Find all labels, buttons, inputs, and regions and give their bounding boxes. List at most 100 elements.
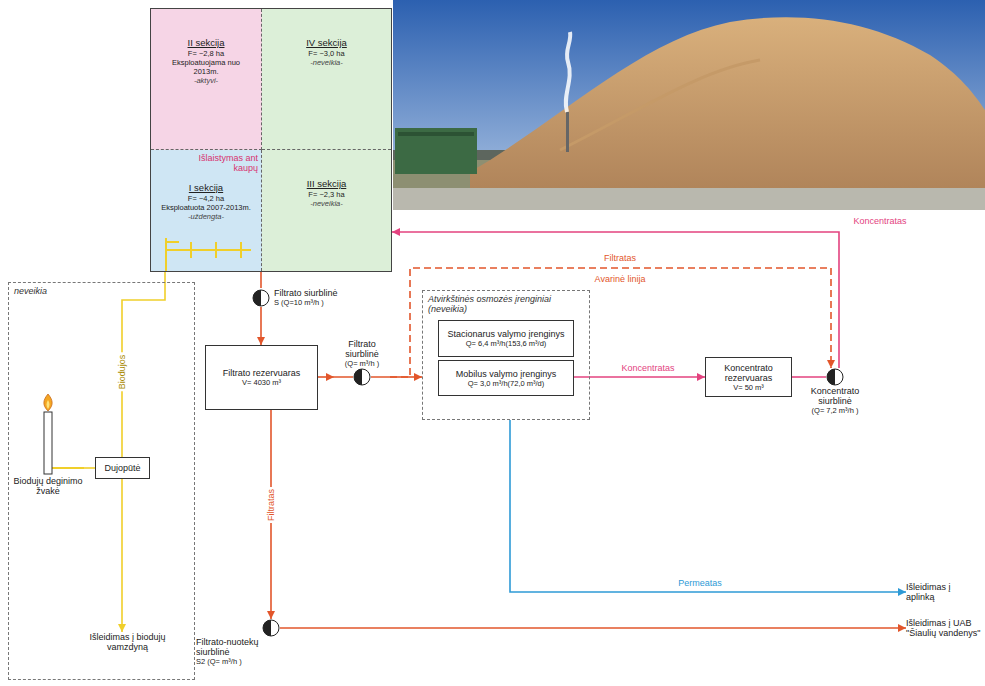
pump-station: Filtrato siurblinėS (Q=10 m³/h ) [252, 288, 364, 307]
reservoir-box: Koncentrato rezervuarasV= 50 m³ [705, 357, 792, 397]
node-text: Filtrato siurblinė [274, 288, 338, 298]
landfill-section: IV sekcijaF= ~3,0 ha-neveikia- [262, 9, 391, 150]
flow-line [792, 376, 800, 378]
node-text: Stacionarus valymo įrenginys [447, 329, 564, 339]
node-text: Išlaistymas ant kaupų [196, 153, 258, 173]
node-text: -aktyvi- [159, 76, 253, 86]
inactive-group: neveikiaBiodujų deginimo žvakė DujopūtėIš… [8, 282, 195, 680]
node-text: Koncentrato rezervuaras [710, 363, 787, 383]
flow-line [260, 307, 262, 345]
pump-symbol [353, 368, 371, 386]
node-text: Atvirkštinės osmozės įrenginiai (neveiki… [423, 291, 589, 314]
node-text: Koncentrato siurblinė [800, 386, 870, 406]
pipe-stub [371, 376, 390, 378]
candle-flame [44, 394, 52, 411]
photo-mound-track [560, 60, 760, 150]
edge-label: Filtratas [602, 253, 638, 263]
node-text: Filtrato-nuotekų siurblinė [196, 637, 280, 657]
pump-circle [354, 369, 370, 385]
node-text: neveikia [9, 283, 194, 296]
landfill-section: II sekcijaF= ~2,8 haEksploatuojama nuo 2… [151, 9, 262, 150]
node-text: Filtrato siurblinė [334, 339, 390, 359]
photo-road [393, 188, 985, 210]
photo-container [395, 128, 477, 174]
flow-line [318, 376, 334, 378]
edge-label: Filtratas [266, 487, 276, 523]
edge-label: Permeatas [676, 578, 724, 588]
treatment-box: Mobilus valymo įrenginysQ= 3,0 m³/h(72,0… [438, 360, 574, 396]
node-text: III sekcija [270, 178, 383, 190]
pump-circle [253, 290, 269, 306]
photo-mound [470, 17, 985, 190]
node-text: (Q= 7,2 m³/h ) [812, 406, 859, 415]
node-text: F= ~2,3 ha [270, 190, 383, 199]
node-text: S (Q=10 m³/h ) [274, 298, 338, 307]
candle-tube [44, 412, 52, 474]
line-note: Avarinė linija [593, 274, 648, 284]
node-text: V= 4030 m³ [242, 378, 281, 387]
node-text: F= ~4,2 ha [159, 194, 253, 203]
pump-circle [827, 369, 843, 385]
gas-pipe [52, 467, 84, 469]
node-text: Q= 3,0 m³/h(72,0 m³/d) [468, 379, 544, 388]
node-text: (Q= m³/h ) [345, 359, 379, 368]
blower-box: Dujopūtė [95, 457, 150, 479]
flow-line [122, 271, 165, 457]
pump-fill [827, 369, 835, 385]
ro-group: Atvirkštinės osmozės įrenginiai (neveiki… [422, 290, 590, 420]
node-text: Mobilus valymo įrenginys [456, 369, 557, 379]
photo-sky [393, 0, 985, 210]
candle-symbol [12, 392, 84, 476]
node-text: Filtrato rezervuaras [223, 368, 301, 378]
outlet-label: Išleidimas į UAB "Šiaulių vandenys" [906, 618, 982, 638]
node-text: -uždengta- [159, 212, 253, 222]
flow-line [121, 479, 123, 632]
node-text: Išleidimas į UAB "Šiaulių vandenys" [906, 618, 982, 638]
node-text: S2 (Q= m³/h ) [196, 657, 242, 666]
node-text: -neveikia- [270, 199, 383, 209]
flow-line [574, 376, 705, 378]
node-text: Išleidimas į biodujų vamzdyną [80, 632, 175, 652]
node-text: F= ~2,8 ha [159, 49, 253, 58]
node-text: F= ~3,0 ha [270, 49, 383, 58]
node-text: V= 50 m³ [733, 383, 764, 392]
photo-flare-stack [566, 112, 569, 152]
pump-station: Koncentrato siurblinė(Q= 7,2 m³/h ) [800, 368, 870, 415]
node-text: Išleidimas į aplinką [906, 582, 980, 602]
landfill-section: III sekcijaF= ~2,3 ha-neveikia- [262, 150, 391, 271]
edge-label: Biodujos [117, 353, 127, 392]
pump-symbol [252, 289, 270, 307]
flow-line [260, 272, 262, 288]
pipe-stub [334, 376, 353, 378]
node-text: Biodujų deginimo žvakė [12, 476, 84, 496]
pump-symbol [262, 619, 280, 637]
node-text: Eksploatuota 2007-2013m. [159, 203, 253, 212]
flow-line [392, 232, 839, 368]
flow-line [280, 627, 906, 629]
flow-line [510, 420, 906, 592]
landfill-area: Išlaistymas ant kaupų II sekcijaF= ~2,8 h… [150, 8, 392, 272]
photo-smoke [566, 32, 571, 112]
edge-label: Koncentratas [851, 216, 908, 226]
node-text: Eksploatuojama nuo 2013m. [159, 58, 253, 76]
pump-fill [354, 369, 362, 385]
flow-line [84, 467, 95, 469]
pump-station: Filtrato-nuotekų siurblinėS2 (Q= m³/h ) [196, 619, 280, 666]
node-text: Dujopūtė [104, 463, 140, 473]
pump-fill [253, 290, 261, 306]
pipe-stub [800, 376, 826, 378]
outlet-label: Išleidimas į aplinką [906, 582, 980, 602]
node-text: I sekcija [159, 182, 253, 194]
gas-pipe [166, 238, 251, 271]
node-text: -neveikia- [270, 58, 383, 68]
photo-container-rib [398, 132, 474, 136]
node-text: II sekcija [159, 37, 253, 49]
node-text: IV sekcija [270, 37, 383, 49]
text-column: Filtrato siurblinėS (Q=10 m³/h ) [274, 288, 338, 307]
edge-label: Koncentratas [619, 363, 676, 373]
pump-fill [263, 620, 271, 636]
pump-circle [263, 620, 279, 636]
candle-flame-core [47, 400, 50, 409]
pump-station: Filtrato siurblinė(Q= m³/h ) [334, 339, 390, 386]
reservoir-box: Filtrato rezervuarasV= 4030 m³ [205, 345, 318, 410]
